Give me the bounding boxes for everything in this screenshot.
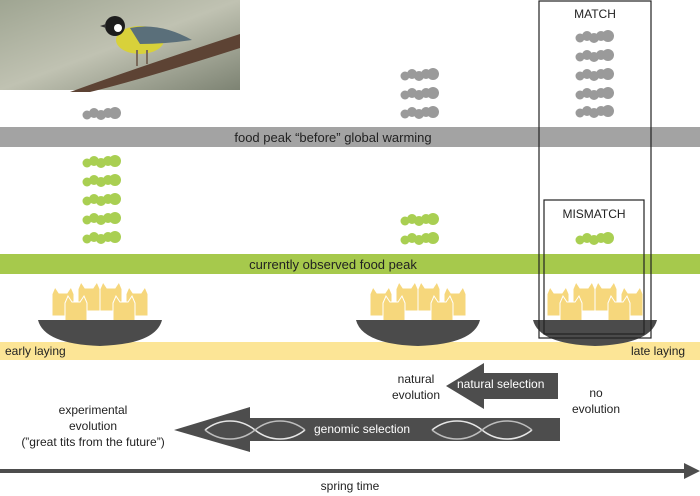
food-peak-before-band — [0, 127, 700, 147]
caterpillar-gray-icon — [400, 87, 439, 100]
caterpillar-gray-icon — [400, 106, 439, 119]
natural-evolution-line1: natural — [397, 372, 435, 386]
experimental-line3: (”great tits from the future”) — [21, 435, 165, 449]
natural-evolution-line2: evolution — [391, 388, 441, 402]
bird-photo — [0, 0, 240, 92]
currently-observed-label: currently observed food peak — [249, 257, 417, 272]
caterpillar-gray-icon — [575, 105, 614, 118]
caterpillar-green-icon — [82, 212, 121, 225]
caterpillar-gray-icon — [575, 68, 614, 81]
early-laying-label: early laying — [5, 344, 66, 358]
caterpillars-middle — [400, 68, 439, 245]
laying-band — [0, 342, 700, 360]
no-evolution-line2: evolution — [571, 402, 621, 416]
natural-selection-arrow — [446, 363, 558, 409]
natural-selection-label: natural selection — [457, 377, 545, 391]
currently-observed-band — [0, 254, 700, 274]
caterpillar-gray-icon — [575, 30, 614, 43]
caterpillar-green-icon — [575, 232, 614, 245]
late-laying-label: late laying — [631, 344, 686, 358]
caterpillar-green-icon — [82, 231, 121, 244]
match-box — [538, 0, 652, 339]
spring-time-axis — [0, 463, 700, 479]
caterpillar-green-icon — [82, 155, 121, 168]
mismatch-box — [543, 199, 645, 335]
nest-early-icon — [38, 282, 162, 346]
genomic-selection-arrow — [174, 407, 560, 452]
caterpillar-gray-icon — [400, 68, 439, 81]
caterpillar-gray-icon — [575, 49, 614, 62]
caterpillar-green-icon — [82, 193, 121, 206]
caterpillar-green-icon — [400, 232, 439, 245]
caterpillar-gray-icon — [82, 107, 121, 120]
genomic-selection-label: genomic selection — [314, 422, 411, 436]
food-peak-before-label: food peak “before” global warming — [234, 130, 432, 145]
axis-label: spring time — [320, 479, 380, 493]
caterpillar-green-icon — [400, 213, 439, 226]
caterpillar-gray-icon — [575, 87, 614, 100]
experimental-line1: experimental — [58, 403, 128, 417]
match-label: MATCH — [574, 7, 616, 21]
no-evolution-line1: no — [589, 386, 603, 400]
nest-middle-icon — [356, 282, 480, 346]
caterpillar-green-icon — [82, 174, 121, 187]
nest-late-icon — [533, 282, 657, 346]
bird-icon — [100, 16, 192, 66]
experimental-line2: evolution — [68, 419, 118, 433]
mismatch-label: MISMATCH — [562, 207, 626, 221]
